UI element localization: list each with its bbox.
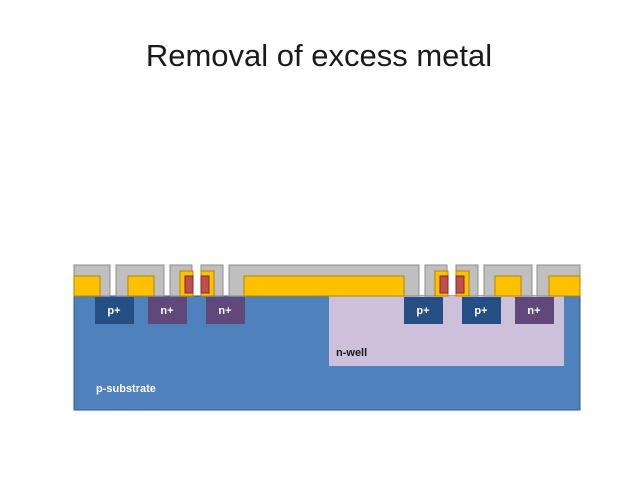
n-plus-diffusion xyxy=(515,297,554,324)
n-well-label: n-well xyxy=(336,347,367,359)
diffusion-label: n+ xyxy=(218,305,231,317)
diffusion-label: p+ xyxy=(474,305,487,317)
n-plus-diffusion xyxy=(148,297,187,324)
diffusion-label: n+ xyxy=(527,305,540,317)
diffusion-label: p+ xyxy=(416,305,429,317)
p-plus-diffusion xyxy=(95,297,134,324)
n-plus-diffusion xyxy=(206,297,245,324)
poly-gate-layer xyxy=(184,275,465,294)
diffusion-label: n+ xyxy=(160,305,173,317)
p-substrate-label: p-substrate xyxy=(96,383,156,395)
diffusion-label: p+ xyxy=(107,305,120,317)
p-plus-diffusion xyxy=(462,297,501,324)
slide-title: Removal of excess metal xyxy=(145,38,493,73)
p-plus-diffusion xyxy=(404,297,443,324)
